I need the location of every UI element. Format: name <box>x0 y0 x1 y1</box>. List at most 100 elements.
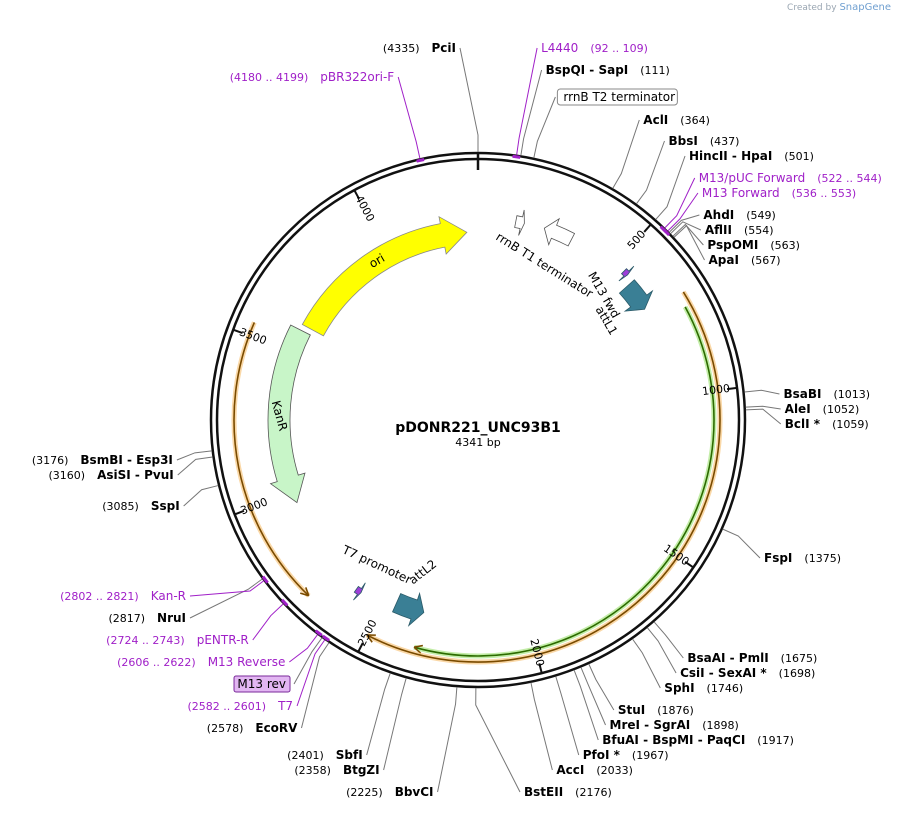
site-label: StuI(1876) <box>618 703 694 717</box>
feature-rrnb-t1-terminator <box>543 217 576 247</box>
site-name: BspQI - SapI <box>546 63 629 77</box>
site-label: M13 rev <box>233 675 291 693</box>
label-leader-line <box>672 223 704 246</box>
site-position: (1898) <box>702 719 739 732</box>
bp-tick-mark <box>643 223 652 233</box>
site-name: AsiSI - PvuI <box>97 468 174 482</box>
label-leader-line <box>300 642 330 729</box>
site-label: BfuAI - BspMI - PaqCI(1917) <box>602 733 794 747</box>
primer-mark <box>662 228 671 237</box>
bp-tick-label: 1000 <box>701 382 730 398</box>
site-position: (1917) <box>757 734 794 747</box>
site-label: pBR322ori-F(4180 .. 4199) <box>230 70 395 84</box>
label-leader-line <box>289 634 318 663</box>
site-label: M13 Forward (536 .. 553) <box>702 186 856 200</box>
label-leader-line <box>632 638 661 689</box>
site-position: (536 .. 553) <box>792 187 857 200</box>
credit-prefix: Created by <box>787 3 837 13</box>
site-position: (2606 .. 2622) <box>117 656 196 669</box>
primer-mark <box>280 598 289 607</box>
site-label: SphI(1746) <box>664 681 743 695</box>
site-position: (2724 .. 2743) <box>106 634 185 647</box>
feature-label: T7 promoter <box>339 542 413 587</box>
site-label: M13 Reverse (2606 .. 2622) <box>117 655 285 669</box>
site-position: (501) <box>784 150 814 163</box>
site-label: PfoI *(1967) <box>583 748 669 762</box>
site-position: (2802 .. 2821) <box>60 590 139 603</box>
bp-tick-label: 4000 <box>352 193 377 224</box>
site-name: pENTR-R <box>197 633 249 647</box>
label-leader-line <box>252 603 284 641</box>
site-name: StuI <box>618 703 645 717</box>
site-label: BbsI(437) <box>668 134 739 148</box>
site-name: AhdI <box>703 208 734 222</box>
feature-attl1 <box>618 279 654 312</box>
site-label: BsaAI - PmlI(1675) <box>687 651 817 665</box>
site-position: (3160) <box>49 469 86 482</box>
label-leader-line <box>580 667 606 726</box>
label-leader-line <box>668 214 700 233</box>
feature-attl2 <box>392 591 425 627</box>
site-name: T7 <box>277 699 293 713</box>
orf-arc-glow <box>413 305 717 659</box>
site-name: L4440 <box>541 41 578 55</box>
label-leader-line <box>745 408 782 425</box>
site-label: AleI(1052) <box>785 402 860 416</box>
site-position: (1967) <box>632 749 669 762</box>
site-position: (1675) <box>781 652 818 665</box>
primer-mark <box>261 575 269 584</box>
label-leader-line <box>646 627 677 674</box>
label-leader-line <box>555 676 580 756</box>
label-leader-line <box>653 621 684 659</box>
label-leader-line <box>437 687 458 793</box>
site-name: M13 Forward <box>702 186 780 200</box>
site-name: NruI <box>157 611 186 625</box>
site-position: (2401) <box>287 749 324 762</box>
primer-mark <box>314 629 323 637</box>
site-name: Kan-R <box>151 589 186 603</box>
site-label: SbfI(2401) <box>287 748 363 762</box>
label-leader-line <box>588 663 615 711</box>
site-label: Kan-R (2802 .. 2821) <box>60 589 186 603</box>
site-position: (2225) <box>346 786 383 799</box>
label-leader-line <box>176 450 212 461</box>
feature-kanr <box>267 324 311 504</box>
site-name: ApaI <box>709 253 739 267</box>
label-leader-line <box>296 639 326 707</box>
site-name: AclI <box>643 113 668 127</box>
site-name: BbvCI <box>395 785 434 799</box>
label-leader-line <box>636 140 665 205</box>
site-name: BclI * <box>785 417 821 431</box>
orf-arc <box>413 306 715 657</box>
primer-mark <box>512 154 521 159</box>
feature-t7-promoter <box>353 582 366 601</box>
site-label: AflII(554) <box>705 223 774 237</box>
site-name: EcoRV <box>255 721 298 735</box>
site-name: HincII - HpaI <box>689 149 772 163</box>
site-name: M13 Reverse <box>208 655 286 669</box>
site-name: MreI - SgrAI <box>610 718 691 732</box>
site-label: AccI(2033) <box>556 763 633 777</box>
bp-tick-mark <box>357 642 364 653</box>
site-position: (92 .. 109) <box>590 42 648 55</box>
site-label: EcoRV(2578) <box>207 721 298 735</box>
label-leader-line <box>722 528 761 559</box>
site-label: MreI - SgrAI (1898) <box>610 718 739 732</box>
label-leader-line <box>520 69 543 156</box>
feature-label-box <box>556 88 678 106</box>
label-leader-line <box>673 224 705 261</box>
label-leader-line <box>459 47 479 152</box>
bp-tick-label: 3500 <box>238 325 269 347</box>
site-name: PciI <box>432 41 457 55</box>
site-label: M13/pUC Forward(522 .. 544) <box>699 171 882 185</box>
primer-label-box <box>233 675 291 693</box>
label-leader-line <box>475 687 521 793</box>
site-position: (111) <box>640 64 670 77</box>
site-name: SspI <box>151 499 180 513</box>
label-leader-line <box>516 47 538 155</box>
label-leader-line <box>183 485 219 507</box>
site-name: BsmBI - Esp3I <box>80 453 172 467</box>
label-leader-line <box>744 389 780 395</box>
site-labels: PciI(4335)L4440(92 .. 109)BspQI - SapI(1… <box>32 41 882 799</box>
site-position: (2358) <box>294 764 331 777</box>
